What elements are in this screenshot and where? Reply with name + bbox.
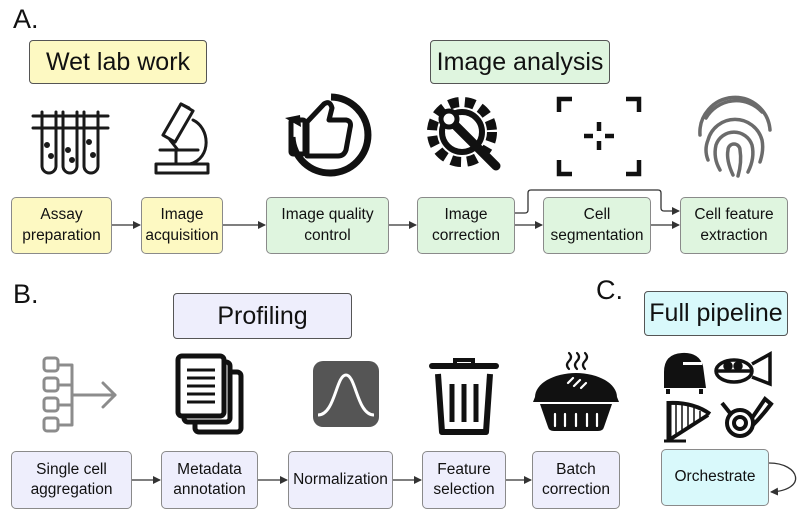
step-image-acquisition: Image acquisition xyxy=(141,197,223,254)
bell-curve-icon xyxy=(313,361,379,427)
section-a-letter: A. xyxy=(13,4,39,34)
aggregate-tree-icon xyxy=(42,356,117,433)
header-wet-lab-work: Wet lab work xyxy=(29,40,207,84)
step-cell-feature-extraction: Cell feature extraction xyxy=(680,197,788,254)
step-single-cell-aggregation: Single cell aggregation xyxy=(11,451,132,509)
arrow-orchestrate-loop xyxy=(768,462,797,496)
section-b-letter: B. xyxy=(13,279,39,309)
tuba-icon xyxy=(714,351,772,387)
section-c-letter: C. xyxy=(596,275,623,305)
step-normalization: Normalization xyxy=(288,451,393,509)
step-feature-selection: Feature selection xyxy=(422,451,506,509)
thumbs-up-cycle-icon xyxy=(285,93,372,177)
row-a-arrows xyxy=(112,189,680,229)
documents-icon xyxy=(175,353,244,435)
microscope-icon xyxy=(154,102,210,175)
step-image-quality-control: Image quality control xyxy=(266,197,389,254)
step-cell-segmentation: Cell segmentation xyxy=(543,197,651,254)
trash-can-icon xyxy=(429,358,499,435)
fingerprint-icon xyxy=(698,95,772,178)
piano-icon xyxy=(664,352,706,394)
pie-icon xyxy=(533,351,619,431)
step-orchestrate: Orchestrate xyxy=(661,449,769,506)
header-full-pipeline: Full pipeline xyxy=(644,291,788,336)
header-image-analysis: Image analysis xyxy=(430,40,610,84)
gear-wrench-icon xyxy=(427,97,501,171)
row-b-arrows xyxy=(132,462,797,496)
arrow-correction-to-extraction-bypass xyxy=(515,189,680,215)
header-profiling: Profiling xyxy=(173,293,352,339)
harp-icon xyxy=(664,400,712,443)
french-horn-icon xyxy=(720,396,774,438)
step-image-correction: Image correction xyxy=(417,197,515,254)
step-assay-preparation: Assay preparation xyxy=(11,197,112,254)
step-metadata-annotation: Metadata annotation xyxy=(161,451,258,509)
test-tubes-icon xyxy=(31,110,110,175)
step-batch-correction: Batch correction xyxy=(532,451,620,509)
focus-crosshair-icon xyxy=(556,96,642,177)
